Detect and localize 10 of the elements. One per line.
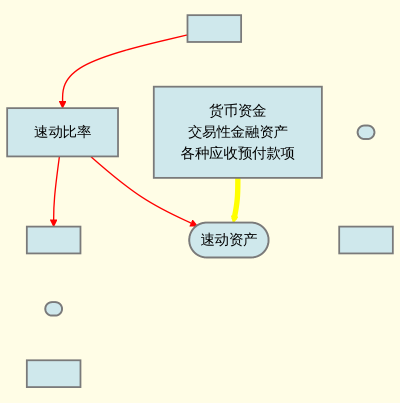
arrow [90, 156, 198, 227]
node-box [26, 226, 82, 255]
arrow [230, 178, 241, 224]
node-box [186, 14, 242, 44]
node-box [26, 360, 82, 388]
node-box [338, 226, 394, 255]
node-box: 速动比率 [6, 108, 119, 158]
node-box: 货币资金 交易性金融资产 各种应收预付款项 [152, 86, 323, 180]
arrow [50, 156, 60, 228]
arrow [58, 34, 188, 109]
